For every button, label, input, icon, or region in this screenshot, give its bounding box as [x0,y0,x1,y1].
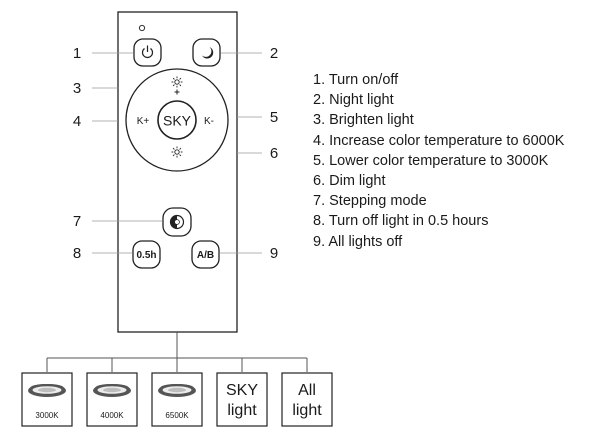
power-button[interactable] [133,38,162,67]
mode-sky-light-line1: SKY [226,382,258,399]
dim-sun-icon [171,146,183,158]
legend-item: 6. Dim light [313,173,386,190]
callout-5: 5 [270,109,278,126]
callout-7: 7 [73,213,81,230]
legend-item: 5. Lower color temperature to 3000K [313,152,549,169]
mode-sky-light: SKY light [216,372,268,427]
button-legend: 1. Turn on/off 2. Night light 3. Brighte… [313,70,564,252]
legend-item: 2. Night light [313,92,394,109]
mode-6500k-label: 6500K [165,411,189,420]
all-lights-off-button-label: A/B [197,250,214,261]
color-temp-up-button[interactable]: K+ [137,116,150,127]
callout-6: 6 [270,145,278,162]
callout-4: 4 [73,113,81,130]
mode-4000k-label: 4000K [100,411,124,420]
timer-button[interactable] [132,240,161,269]
mode-all-light: All light [281,372,333,427]
legend-item: 3. Brighten light [313,112,414,129]
power-icon [141,45,154,59]
mode-3000k: 3000K [21,372,73,427]
plus-icon [174,89,180,95]
brighten-button[interactable] [171,76,183,95]
night-light-button[interactable] [192,38,221,67]
sky-button-label: SKY [163,113,192,129]
color-temp-down-button[interactable]: K- [204,116,214,127]
mode-4000k: 4000K [86,372,138,427]
callout-3: 3 [73,80,81,97]
callout-2: 2 [270,45,278,62]
legend-item: 7. Stepping mode [313,193,427,210]
brighten-sun-icon [171,76,183,88]
callout-leaders [92,52,262,254]
ceiling-lamp-icon [158,384,196,397]
legend-item: 8. Turn off light in 0.5 hours [313,213,489,230]
ceiling-lamp-icon [28,384,66,397]
all-lights-off-button[interactable] [191,240,220,269]
ceiling-lamp-icon [93,384,131,397]
legend-item: 4. Increase color temperature to 6000K [313,132,565,149]
mode-6500k: 6500K [151,372,203,427]
indicator-led [138,24,146,32]
remote-body [117,11,238,333]
mode-3000k-label: 3000K [35,411,59,420]
mode-all-light-line1: All [298,382,316,399]
mode-sky-light-line2: light [227,402,257,419]
moon-icon [202,47,214,59]
stepping-mode-icon [169,214,185,230]
legend-item: 1. Turn on/off [313,72,399,88]
callout-1: 1 [73,45,81,62]
callout-9: 9 [270,245,278,262]
mode-tree-connector [46,332,308,372]
legend-item: 9. All lights off [313,233,403,250]
callout-8: 8 [73,245,81,262]
dim-button[interactable] [171,146,183,158]
callout-numbers: 1 2 3 4 5 6 7 8 9 [73,45,278,262]
sky-button[interactable] [157,100,197,140]
timer-button-label: 0.5h [136,250,156,261]
mode-all-light-line2: light [292,402,322,419]
